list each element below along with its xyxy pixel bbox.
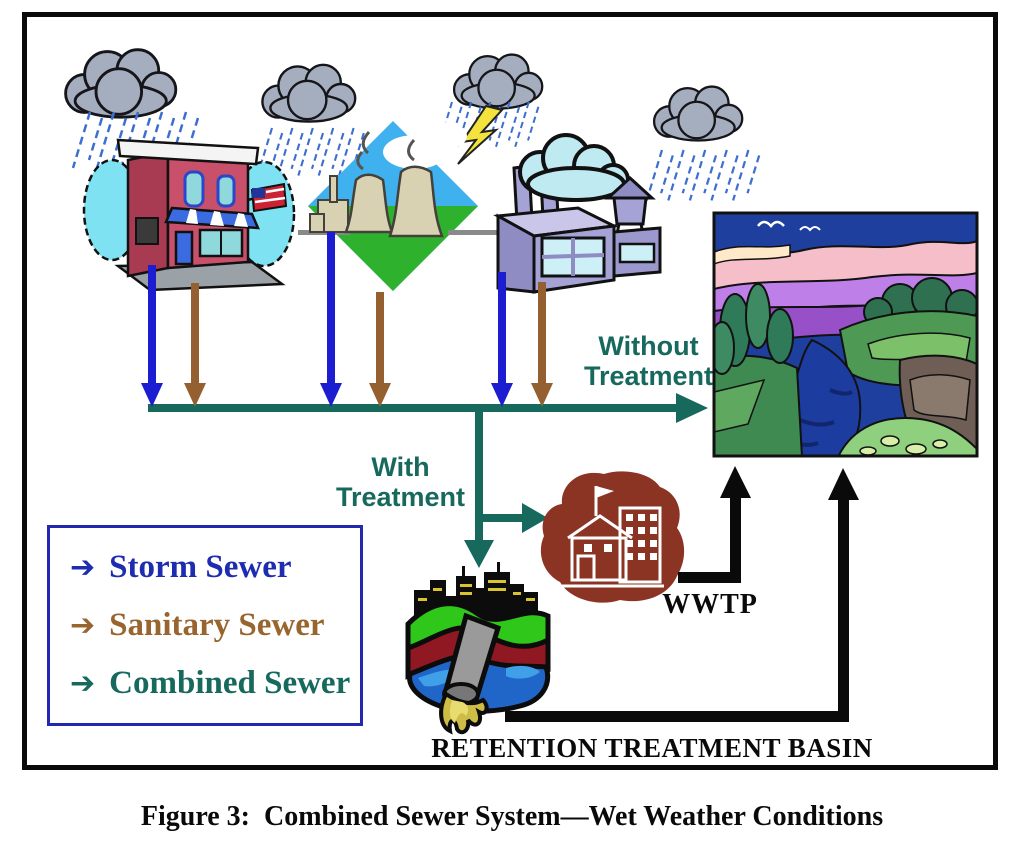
river-scene-icon	[714, 213, 977, 456]
rain-cloud-icon	[652, 85, 744, 142]
legend-item-combined-sewer: ➔ Combined Sewer	[70, 665, 360, 702]
combined-sewer-cross-section-icon	[405, 562, 551, 735]
river-scene-border	[712, 211, 979, 458]
legend-box: ➔ Storm Sewer ➔ Sanitary Sewer ➔ Combine…	[47, 525, 363, 726]
sanitary-sewer-arrows	[184, 282, 553, 407]
wwtp-label: WWTP	[662, 589, 758, 620]
retention-treatment-basin-label: RETENTION TREATMENT BASIN	[431, 733, 873, 763]
legend-label: Sanitary Sewer	[109, 606, 325, 643]
combined-sewer-flow-lines	[148, 393, 708, 568]
rain-cloud-icon	[261, 63, 357, 123]
legend-item-sanitary-sewer: ➔ Sanitary Sewer	[70, 606, 360, 643]
house-icon	[82, 138, 296, 292]
without-treatment-label: Without Treatment	[583, 331, 714, 391]
power-plant-icon	[298, 121, 514, 291]
legend-item-storm-sewer: ➔ Storm Sewer	[70, 548, 360, 585]
legend-label: Storm Sewer	[109, 548, 292, 585]
storm-cloud-icon	[452, 53, 544, 110]
legend-label: Combined Sewer	[109, 665, 351, 702]
rain-cloud-icon	[64, 48, 178, 119]
with-treatment-label: With Treatment	[335, 452, 466, 512]
wwtp-discharge-line	[678, 466, 751, 583]
figure-caption: Figure 3: Combined Sewer System—Wet Weat…	[140, 801, 884, 832]
storm-sewer-arrow-icon: ➔	[70, 549, 96, 585]
factory-icon	[493, 133, 662, 294]
sanitary-sewer-arrow-icon: ➔	[70, 607, 96, 643]
combined-sewer-arrow-icon: ➔	[70, 666, 96, 702]
storm-sewer-arrows	[141, 232, 513, 407]
wwtp-plant-icon	[540, 471, 685, 603]
retention-basin-line	[505, 468, 859, 722]
rain-icon	[645, 148, 761, 202]
